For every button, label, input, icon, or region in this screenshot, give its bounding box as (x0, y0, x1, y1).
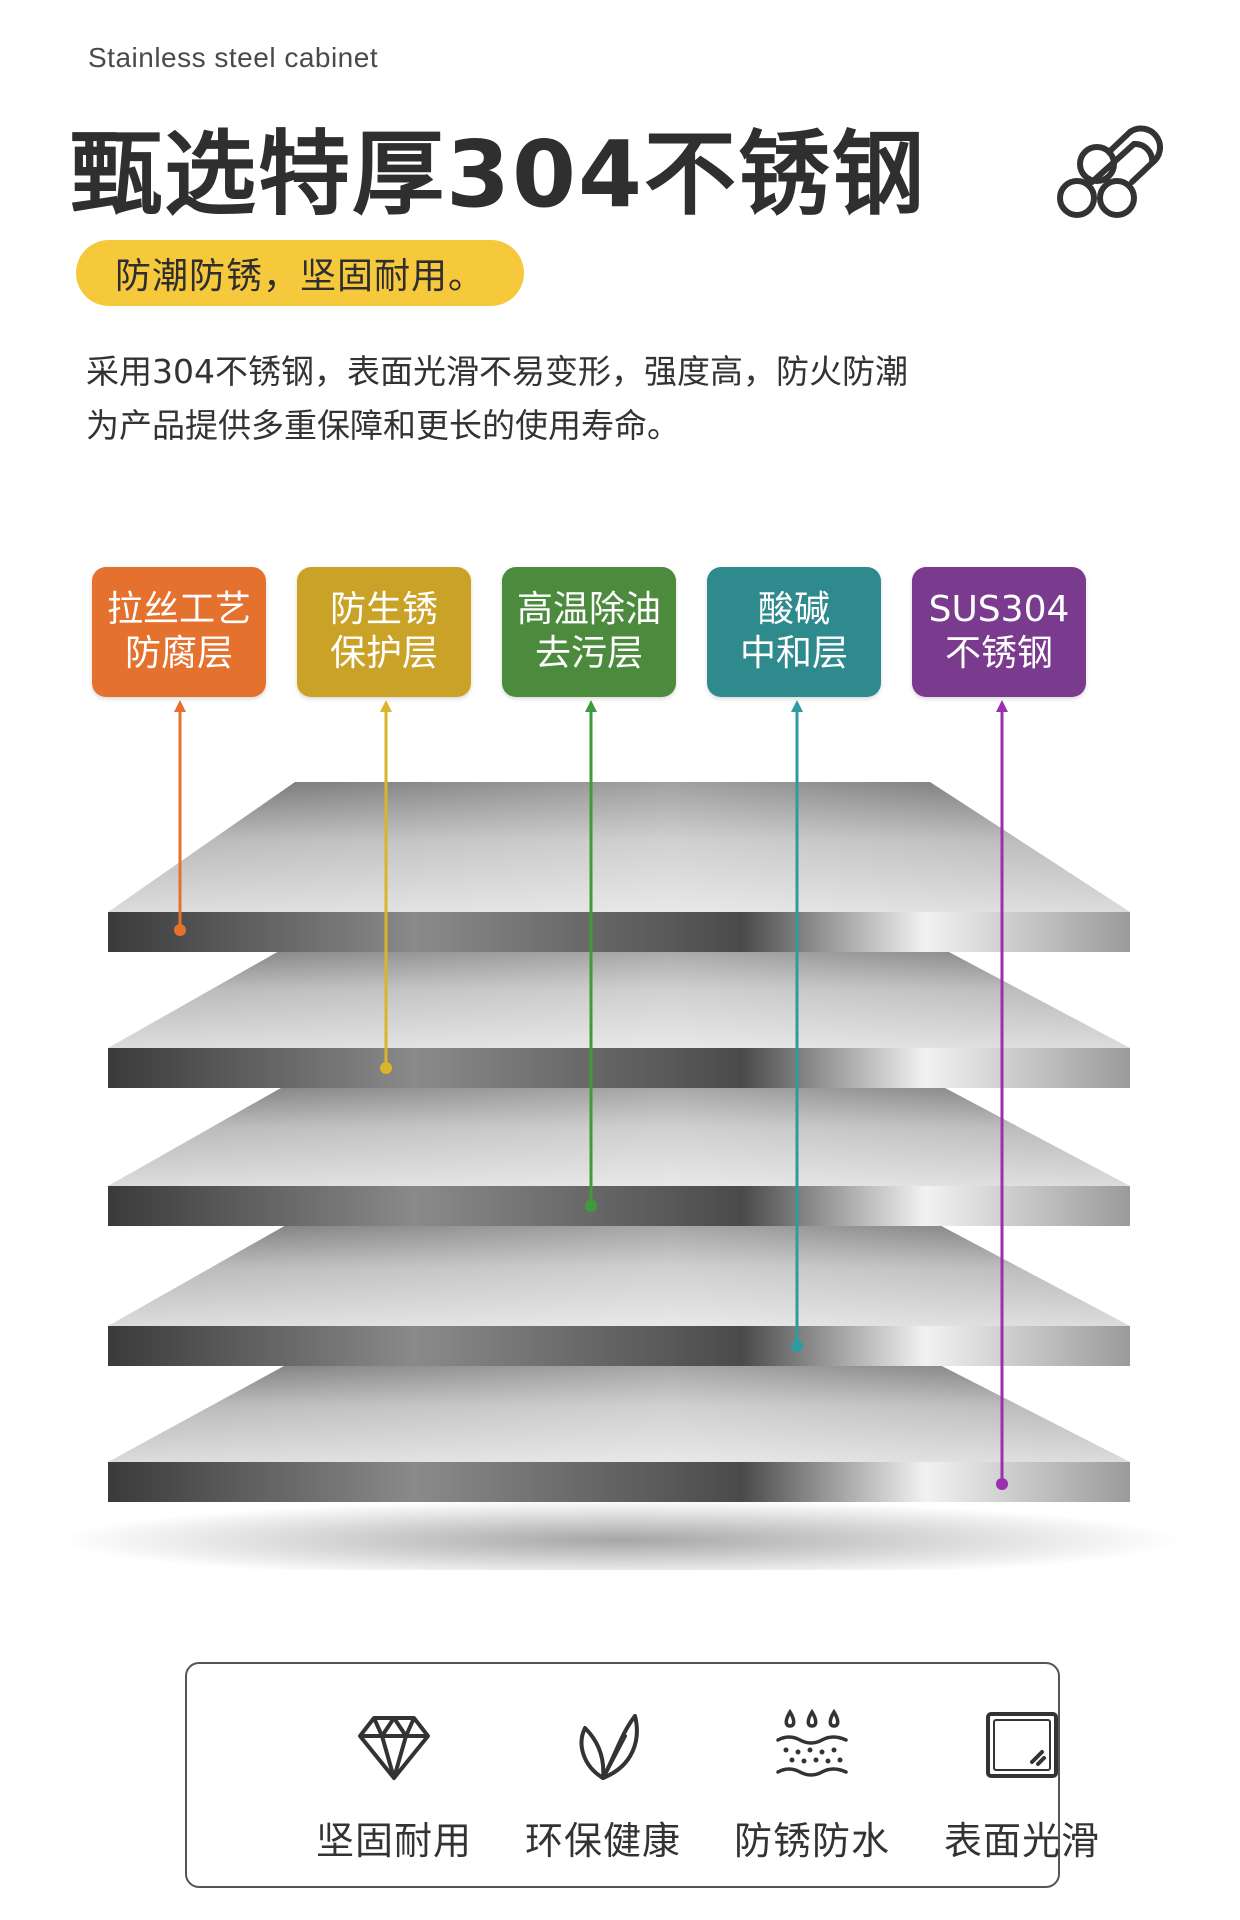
steel-layers-diagram (60, 700, 1180, 1570)
page-title: 甄选特厚304不锈钢 (70, 121, 927, 228)
layers-shadow (60, 1500, 1180, 1570)
layer-label-3-line1: 高温除油 (516, 589, 661, 630)
layer-label-5-line1: SUS304 (928, 589, 1070, 630)
pointer-line-2 (380, 700, 392, 1074)
subtitle-en: Stainless steel cabinet (88, 42, 379, 73)
layer-label-4-line2: 中和层 (739, 633, 848, 674)
feature-smooth: 表面光滑 (922, 1664, 1122, 1890)
layer-label-2-line1: 防生锈 (329, 589, 438, 630)
tagline-pill: 防潮防锈，坚固耐用。 (76, 240, 524, 306)
layer-label-4-line1: 酸碱 (757, 589, 830, 630)
diamond-icon (358, 1716, 430, 1780)
steel-layer-3 (108, 1080, 1130, 1226)
layer-label-1-line2: 防腐层 (124, 633, 233, 674)
steel-layer-4 (108, 1220, 1130, 1366)
steel-layer-5 (108, 1360, 1130, 1502)
pointer-line-5 (996, 700, 1008, 1490)
layer-label-5: SUS304 不锈钢 (912, 567, 1086, 697)
layer-label-4: 酸碱 中和层 (707, 567, 881, 697)
water-drops-icon (776, 1708, 848, 1777)
pointer-line-1 (174, 700, 186, 936)
feature-eco: 环保健康 (503, 1664, 703, 1890)
layer-label-2-line2: 保护层 (329, 633, 438, 674)
feature-label-durable: 坚固耐用 (315, 1819, 472, 1863)
layer-label-3-line2: 去污层 (534, 633, 643, 674)
layer-label-2: 防生锈 保护层 (297, 567, 471, 697)
steel-layer-1 (108, 782, 1130, 952)
steel-layer-2 (108, 942, 1130, 1088)
pointer-line-4 (791, 700, 803, 1352)
features-panel: 坚固耐用 环保健康 (185, 1662, 1099, 1890)
layer-label-1: 拉丝工艺 防腐层 (92, 567, 266, 697)
pointer-line-3 (585, 700, 597, 1212)
feature-durable: 坚固耐用 (294, 1664, 494, 1890)
description-line-2: 为产品提供多重保障和更长的使用寿命。 (86, 406, 680, 445)
layer-label-1-line1: 拉丝工艺 (106, 589, 251, 630)
smooth-surface-icon (986, 1712, 1058, 1778)
feature-waterproof: 防锈防水 (712, 1664, 912, 1890)
feature-label-eco: 环保健康 (524, 1819, 681, 1863)
layer-label-5-line2: 不锈钢 (944, 633, 1053, 674)
layer-label-3: 高温除油 去污层 (502, 567, 676, 697)
description: 采用304不锈钢，表面光滑不易变形，强度高，防火防潮 为产品提供多重保障和更长的… (86, 345, 1146, 453)
leaf-icon (579, 1714, 639, 1780)
description-line-1: 采用304不锈钢，表面光滑不易变形，强度高，防火防潮 (86, 352, 908, 391)
feature-label-smooth: 表面光滑 (943, 1819, 1100, 1863)
feature-label-waterproof: 防锈防水 (733, 1819, 890, 1863)
steel-pipes-icon (1057, 125, 1163, 218)
